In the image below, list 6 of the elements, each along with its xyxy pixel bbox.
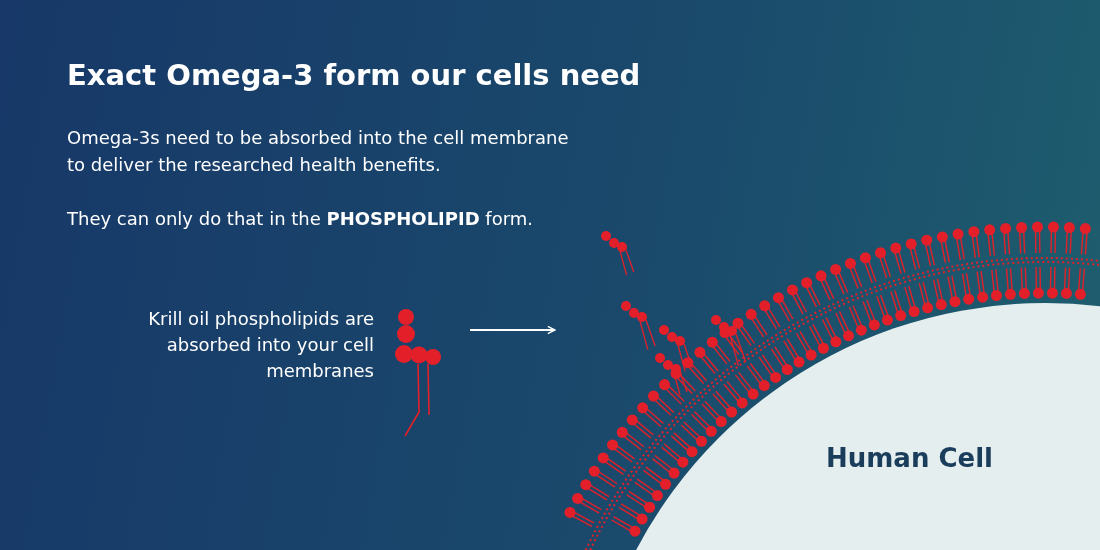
caption-text: Krill oil phospholipids are absorbed into your cell membranes	[147, 307, 374, 383]
paragraph: Omega-3s need to be absorbed into the cell membrane to deliver the researched health benefits.	[67, 126, 570, 177]
cell-label: Human Cell	[826, 443, 993, 473]
paragraph: They can only do that in the PHOSPHOLIPID form.	[67, 207, 535, 231]
arrow	[469, 325, 556, 335]
heading: Exact Omega-3 form our cells need	[67, 58, 641, 92]
